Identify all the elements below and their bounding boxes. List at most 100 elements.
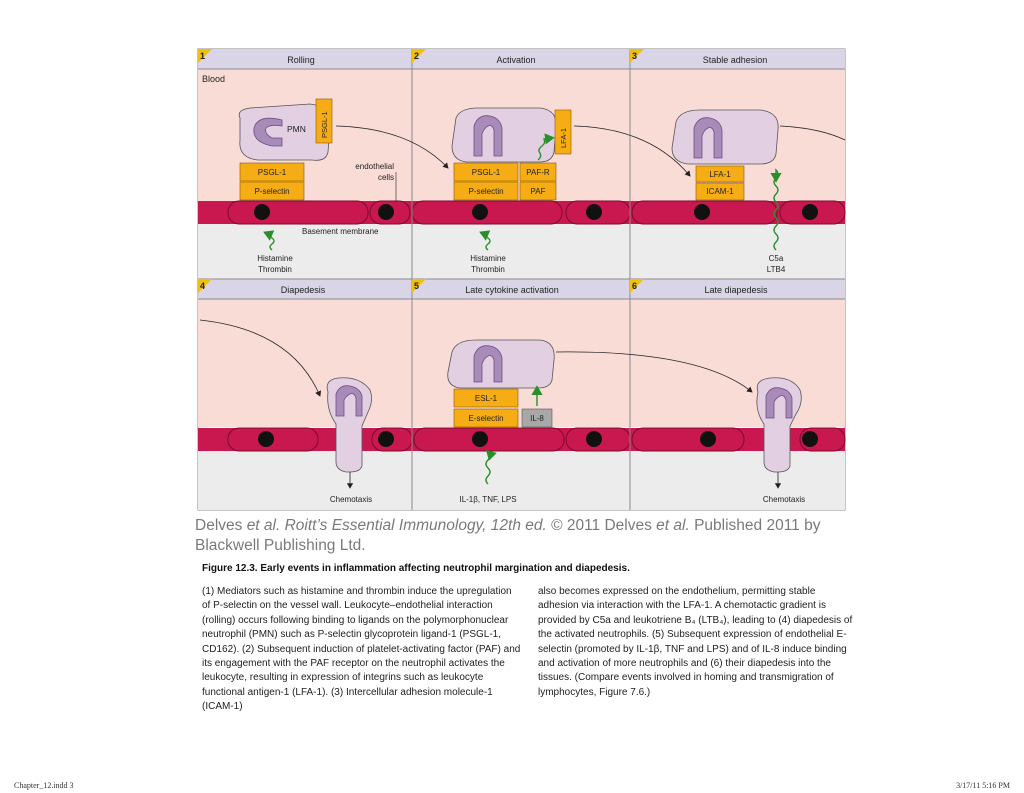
icam1-label: ICAM-1: [706, 187, 734, 196]
signal-arrow: [263, 230, 275, 251]
thrombin-label: Thrombin: [258, 265, 292, 274]
cells-label: cells: [378, 173, 394, 182]
lfa1-vertical-label: LFA-1: [559, 128, 568, 148]
caption-text-left: (1) Mediators such as histamine and thro…: [202, 586, 521, 713]
p-selectin-box: [239, 181, 305, 201]
psgl1-vertical-box: [315, 98, 333, 144]
pmn-nucleus: [473, 345, 503, 383]
tissue-region: [198, 224, 845, 279]
lfa1-box: [695, 165, 745, 183]
flow-arrow: [335, 125, 449, 169]
caption-column-left: (1) Mediators such as histamine and thro…: [202, 585, 522, 715]
panel-stable-adhesion: LFA-1 ICAM-1 C5a LTB4: [671, 109, 846, 274]
panel-rolling: PMN PSGL-1 PSGL-1 P-selectin endothelial…: [238, 98, 449, 274]
endothelial-nucleus: [586, 204, 602, 220]
panel-number: 6: [632, 281, 637, 291]
pmn-nucleus: [253, 117, 283, 147]
c5a-label: C5a: [769, 254, 784, 263]
basement-membrane-label: Basement membrane: [302, 227, 379, 236]
panel-number: 1: [200, 51, 205, 61]
endothelial-nucleus: [378, 204, 394, 220]
p-selectin-box: [453, 181, 519, 201]
signal-arrow: [485, 450, 497, 485]
pmn-nucleus: [693, 117, 723, 159]
lfa1-label: LFA-1: [709, 170, 731, 179]
endothelium-row-1: [198, 200, 846, 225]
endothelial-nucleus: [258, 431, 274, 447]
flow-arrow: [573, 125, 691, 177]
caption-column-right: also becomes expressed on the endotheliu…: [538, 585, 858, 700]
chemotaxis-label: Chemotaxis: [763, 495, 805, 504]
panel-number: 2: [414, 51, 419, 61]
endothelial-nucleus: [700, 431, 716, 447]
panel-activation: LFA-1 PSGL-1 P-selectin PAF-R PAF Histam…: [451, 107, 691, 274]
endothelial-nucleus: [254, 204, 270, 220]
psgl1-vertical-label: PSGL-1: [320, 111, 329, 138]
ltb4-label: LTB4: [767, 265, 786, 274]
p-selectin-label: P-selectin: [254, 187, 289, 196]
signal-arrow: [770, 168, 782, 251]
icam1-box: [695, 182, 745, 201]
thrombin-label: Thrombin: [471, 265, 505, 274]
panel-badges: 1 2 3 4 5 6: [198, 49, 644, 293]
signal-arrow: [479, 230, 491, 251]
endothelial-nucleus: [802, 431, 818, 447]
endothelial-nucleus: [802, 204, 818, 220]
psgl1-box: [453, 162, 519, 182]
endothelial-nucleus: [694, 204, 710, 220]
esl1-box: [453, 388, 519, 408]
paf-r-label: PAF-R: [526, 168, 550, 177]
panel-diapedesis: Chemotaxis: [199, 319, 372, 504]
panel-title-late-cytokine: Late cytokine activation: [465, 285, 559, 295]
panel-late-cytokine: ESL-1 E-selectin IL-8 IL-1β, TNF, LPS: [447, 339, 753, 504]
p-selectin-label: P-selectin: [468, 187, 503, 196]
publisher-credit: Delves et al. Roitt’s Essential Immunolo…: [195, 517, 821, 554]
panel-number: 3: [632, 51, 637, 61]
endothelial-nucleus: [378, 431, 394, 447]
endothelial-nucleus: [586, 431, 602, 447]
row-2: [198, 279, 845, 510]
cytokines-label: IL-1β, TNF, LPS: [459, 495, 516, 504]
endothelial-nucleus: [472, 431, 488, 447]
panel-title-activation: Activation: [496, 55, 535, 65]
header-bar: [198, 279, 845, 299]
psgl1-label: PSGL-1: [472, 168, 501, 177]
pmn-label: PMN: [287, 124, 306, 134]
pmn-nucleus: [335, 385, 363, 417]
panel-late-diapedesis: Chemotaxis: [756, 377, 805, 504]
flow-arrow: [199, 319, 322, 397]
paf-r-box: [519, 162, 557, 182]
panel-number: 5: [414, 281, 419, 291]
pmn-nucleus: [473, 115, 503, 157]
panel-title-stable-adhesion: Stable adhesion: [703, 55, 768, 65]
paf-box: [519, 181, 557, 201]
e-selectin-label: E-selectin: [468, 414, 503, 423]
signal-arrow: [537, 133, 555, 161]
header-bar: [198, 49, 845, 69]
panel-title-diapedesis: Diapedesis: [281, 285, 326, 295]
flow-arrow: [555, 351, 753, 393]
panel-title-rolling: Rolling: [287, 55, 315, 65]
panel-titles: Rolling Activation Stable adhesion Diape…: [281, 55, 768, 295]
psgl1-label: PSGL-1: [258, 168, 287, 177]
endothelium-row-2: [198, 427, 846, 452]
histamine-label: Histamine: [257, 254, 293, 263]
blood-label: Blood: [202, 74, 225, 84]
histamine-label: Histamine: [470, 254, 506, 263]
e-selectin-box: [453, 408, 519, 428]
paf-label: PAF: [531, 187, 546, 196]
footer-timestamp: 3/17/11 5:16 PM: [956, 781, 1010, 790]
figure-caption-title: Figure 12.3. Early events in inflammatio…: [202, 563, 630, 574]
psgl1-box: [239, 162, 305, 182]
pmn-cell: [671, 109, 779, 165]
panel-dividers: [198, 49, 845, 510]
endothelial-label: endothelial: [355, 162, 394, 171]
chemotaxis-label: Chemotaxis: [330, 495, 372, 504]
tissue-region: [198, 451, 845, 510]
il8-label: IL-8: [530, 414, 544, 423]
lfa1-vertical-box: [554, 109, 572, 155]
il8-box: [521, 408, 553, 428]
panel-title-late-diapedesis: Late diapedesis: [704, 285, 768, 295]
footer-file-name: Chapter_12.indd 3: [14, 781, 74, 790]
caption-text-right: also becomes expressed on the endotheliu…: [538, 586, 853, 698]
